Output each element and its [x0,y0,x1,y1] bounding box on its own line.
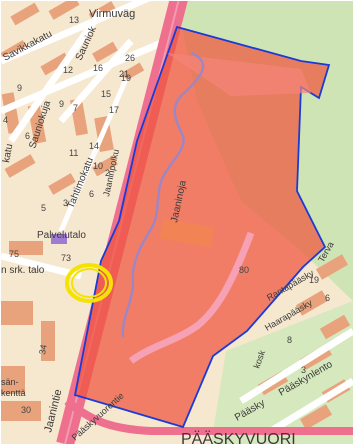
house-number: 13 [69,15,79,25]
house-number: 26 [125,53,135,63]
house-number: 10 [93,161,103,171]
house-number: 21 [119,69,129,79]
house-number: 16 [93,63,103,73]
place-label-kentta: sän-kenttä [1,377,26,398]
house-number: 6 [89,189,94,199]
house-number: 30 [21,405,31,415]
place-label-srk-talo: n srk. talo [1,265,45,276]
house-number: 5 [41,203,46,213]
house-number: 6 [325,293,330,303]
house-number: 73 [61,253,71,263]
house-number: 19 [121,73,131,83]
house-number: 75 [9,249,19,259]
local-streets [1,1,353,434]
house-number: 3 [63,198,68,208]
jaaninpolku-path [58,78,129,232]
jaaninoja-stream [121,51,205,338]
buildings-west [1,1,145,421]
house-number: 6 [25,131,30,141]
house-number: 9 [17,83,22,93]
house-number: 3 [301,365,306,375]
house-number: 8 [287,335,292,345]
house-number: 14 [89,141,99,151]
house-number: 7 [73,103,78,113]
marker-circle-inner [71,268,107,298]
house-number: 15 [101,89,111,99]
paaskyvuorentie-road [64,397,353,435]
house-number: 12 [63,65,73,75]
house-number: 2 [105,168,110,178]
internal-road [128,231,255,364]
house-number: 9 [59,99,64,109]
place-label-paaskyvuori: PÄÄSKYVUORI [181,430,296,444]
house-number: 17 [109,105,119,115]
place-label-palvelutalo: Palvelutalo [37,230,86,241]
house-number: 4 [3,115,8,125]
house-number: 34 [37,344,49,356]
house-number: 19 [309,275,319,285]
street-label-virmuvagen: Virmuväg [89,8,135,20]
house-number: 80 [239,265,249,275]
palvelutalo-marker [51,234,67,244]
marker-circle[interactable] [65,263,113,303]
house-number: 11 [69,148,78,158]
sand-field [159,218,215,248]
street-label-katu: katu [1,143,15,164]
